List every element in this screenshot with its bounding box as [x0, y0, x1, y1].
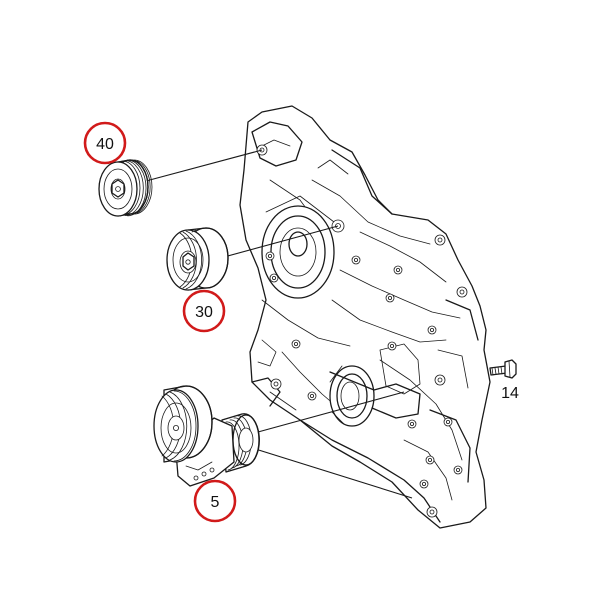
callout-40-label: 40	[96, 136, 114, 153]
callout-5-label: 5	[211, 494, 220, 511]
callout-30-label: 30	[195, 304, 213, 321]
callout-30: 30	[182, 289, 226, 333]
callout-30-ring	[182, 289, 226, 333]
crankshaft-seal	[329, 365, 421, 427]
callout-40-ring	[83, 121, 127, 165]
callout-14-label: 14	[501, 385, 519, 402]
callout-5-ring	[193, 479, 237, 523]
belt-tensioner-5	[153, 385, 260, 487]
bolt-14	[489, 359, 517, 379]
callout-5: 5	[193, 479, 237, 523]
timing-cover-housing	[239, 105, 491, 529]
idler-pulley-30	[166, 227, 229, 291]
callout-40: 40	[83, 121, 127, 165]
idler-pulley-40	[98, 159, 153, 217]
